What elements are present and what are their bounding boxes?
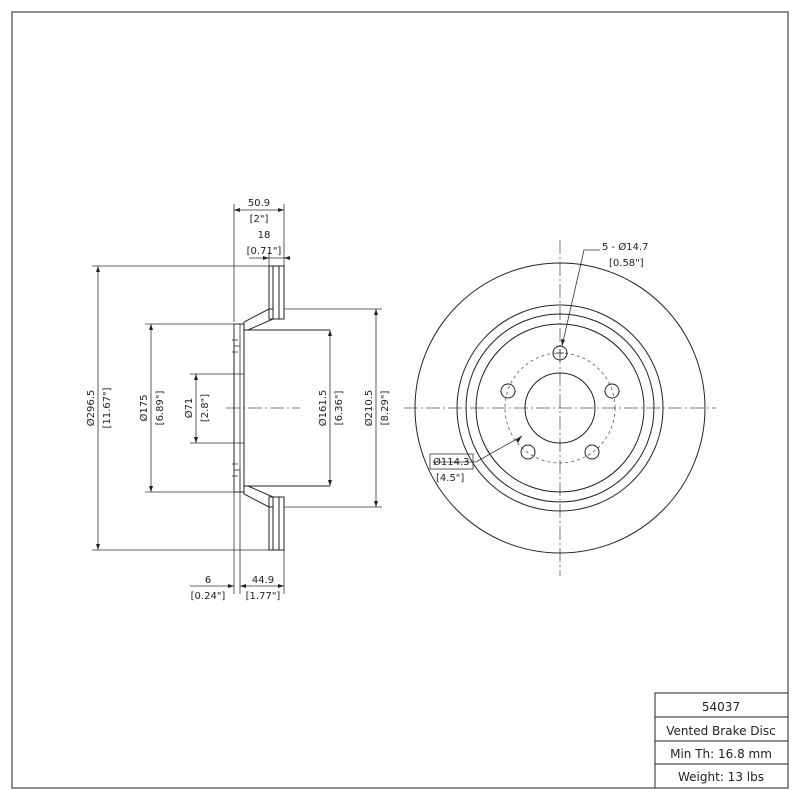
bolt-hole-5 bbox=[500, 383, 516, 399]
center-bore bbox=[524, 372, 596, 444]
bolt-circle-leader bbox=[433, 435, 523, 463]
flange-mm: 18 bbox=[258, 230, 271, 241]
upper-outer-cheek bbox=[268, 265, 274, 320]
upper-inner-cheek bbox=[278, 265, 285, 320]
width-inch: [2"] bbox=[250, 214, 269, 225]
side-section-view bbox=[226, 265, 330, 551]
bore-inch: [2.8"] bbox=[200, 394, 211, 422]
title-block: 54037 Vented Brake Disc Min Th: 16.8 mm … bbox=[654, 692, 789, 789]
bolt-circle-box bbox=[429, 453, 474, 470]
bolt-circle-mm: Ø114.3 bbox=[433, 456, 470, 468]
bolt-circle-inch: [4.5"] bbox=[436, 473, 464, 484]
side-dimensions: 50.9 [2"] 18 [0.71"] Ø296.5 [11.67"] Ø17… bbox=[85, 198, 391, 602]
vent-dia-inch: [8.29"] bbox=[380, 391, 391, 426]
bolt-hole-1 bbox=[552, 345, 568, 361]
part-description: Vented Brake Disc bbox=[666, 724, 775, 738]
bolt-hole-leader bbox=[561, 249, 600, 347]
hat-thickness-inch: [0.24"] bbox=[191, 591, 226, 602]
hat-inner-ring bbox=[475, 323, 645, 493]
bolt-holes-mm: 5 - Ø14.7 bbox=[602, 241, 648, 253]
outer-dia-mm: Ø296.5 bbox=[85, 390, 97, 427]
outer-edge bbox=[414, 262, 706, 554]
part-number: 54037 bbox=[702, 700, 740, 714]
bolt-hole-4 bbox=[520, 444, 536, 460]
hat-height-inch: [1.77"] bbox=[246, 591, 281, 602]
hat-dia-inch: [6.89"] bbox=[155, 391, 166, 426]
inner-dia-inch: [6.36"] bbox=[334, 391, 345, 426]
drawing-frame bbox=[11, 11, 789, 789]
min-thickness: Min Th: 16.8 mm bbox=[670, 747, 772, 761]
lower-outer-cheek bbox=[268, 496, 274, 551]
friction-inner-ring bbox=[456, 304, 664, 512]
hat-outer-ring bbox=[465, 313, 655, 503]
vent-dia-mm: Ø210.5 bbox=[363, 390, 375, 427]
bolt-hole-2 bbox=[604, 383, 620, 399]
hat-height-mm: 44.9 bbox=[252, 575, 274, 586]
hat-dia-mm: Ø175 bbox=[138, 395, 150, 422]
bore-mm: Ø71 bbox=[183, 398, 195, 419]
weight: Weight: 13 lbs bbox=[678, 770, 764, 784]
flange-inch: [0.71"] bbox=[247, 246, 282, 257]
width-mm: 50.9 bbox=[248, 198, 270, 209]
bolt-holes-inch: [0.58"] bbox=[609, 258, 644, 269]
inner-dia-mm: Ø161.5 bbox=[317, 390, 329, 427]
bolt-hole-3 bbox=[584, 444, 600, 460]
outer-dia-inch: [11.67"] bbox=[102, 387, 113, 428]
front-view: 5 - Ø14.7 [0.58"] Ø114.3 [4.5"] bbox=[404, 240, 716, 576]
lower-inner-cheek bbox=[278, 496, 285, 551]
hat-thickness-mm: 6 bbox=[205, 575, 211, 586]
